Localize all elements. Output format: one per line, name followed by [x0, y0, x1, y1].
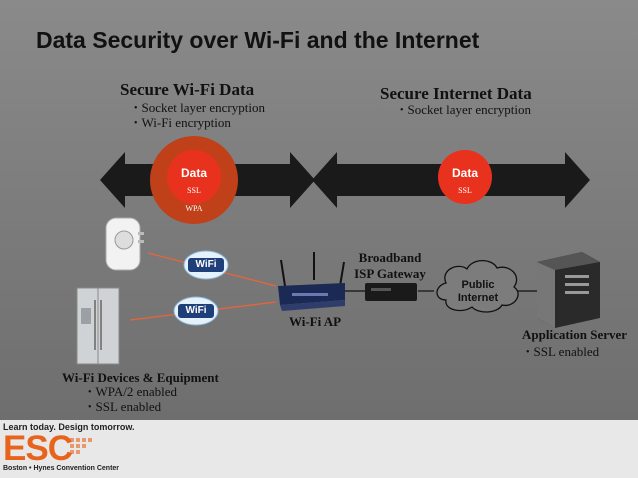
wifi-packet-label: Data — [180, 166, 207, 180]
internet-section-bullet-1: Socket layer encryption — [400, 102, 531, 118]
internet-section-heading: Secure Internet Data — [380, 84, 532, 103]
wifi-badge-lower-text: WiFi — [185, 305, 207, 316]
diagram-graphics — [76, 136, 600, 365]
esc-logo: ESC — [3, 429, 73, 468]
wifi-badge-upper-text: WiFi — [195, 259, 217, 270]
ssl-core-internet — [438, 150, 492, 204]
gateway-icon — [365, 283, 417, 301]
ssl-core-wifi — [167, 150, 221, 204]
wifi-packet-ssl: SSL — [187, 186, 201, 195]
refrigerator-icon — [76, 287, 120, 365]
gateway-label-line-1: Broadband — [358, 250, 422, 265]
wifi-badge-upper — [183, 250, 229, 280]
wifi-router-icon — [278, 252, 345, 311]
server-icon — [537, 252, 600, 328]
footer-venue: Boston • Hynes Convention Center — [3, 465, 120, 472]
internet-packet-label: Data — [451, 166, 478, 180]
cloud-label-line-1: Public — [461, 279, 495, 291]
server-bullet-1: SSL enabled — [526, 344, 600, 360]
wifi-section-bullet-2: Wi-Fi encryption — [134, 115, 231, 131]
devices-bullet-1: WPA/2 enabled — [88, 384, 177, 400]
devices-label: Wi-Fi Devices & Equipment — [62, 370, 219, 385]
wifi-section-heading: Secure Wi-Fi Data — [120, 80, 255, 99]
internet-packet-ssl: SSL — [458, 186, 472, 195]
wifi-badge-lower — [173, 296, 219, 326]
wifi-section-bullet-1: Socket layer encryption — [134, 100, 265, 116]
slide-title: Data Security over Wi-Fi and the Interne… — [36, 27, 480, 53]
server-label: Application Server — [522, 327, 628, 342]
logo-dots-icon — [70, 438, 92, 454]
cloud-label-line-2: Internet — [457, 292, 499, 304]
ap-label: Wi-Fi AP — [288, 314, 342, 329]
cloud-icon — [436, 259, 519, 313]
footer-bar: Learn today. Design tomorrow. ESC Boston… — [0, 420, 638, 478]
gateway-label-line-2: ISP Gateway — [354, 266, 426, 281]
wifi-packet-wpa: WPA — [185, 204, 203, 213]
smart-plug-icon — [105, 217, 144, 271]
footer-tagline: Learn today. Design tomorrow. — [3, 422, 135, 432]
devices-bullet-2: SSL enabled — [88, 399, 162, 415]
slide: Data Security over Wi-Fi and the Interne… — [0, 0, 638, 420]
